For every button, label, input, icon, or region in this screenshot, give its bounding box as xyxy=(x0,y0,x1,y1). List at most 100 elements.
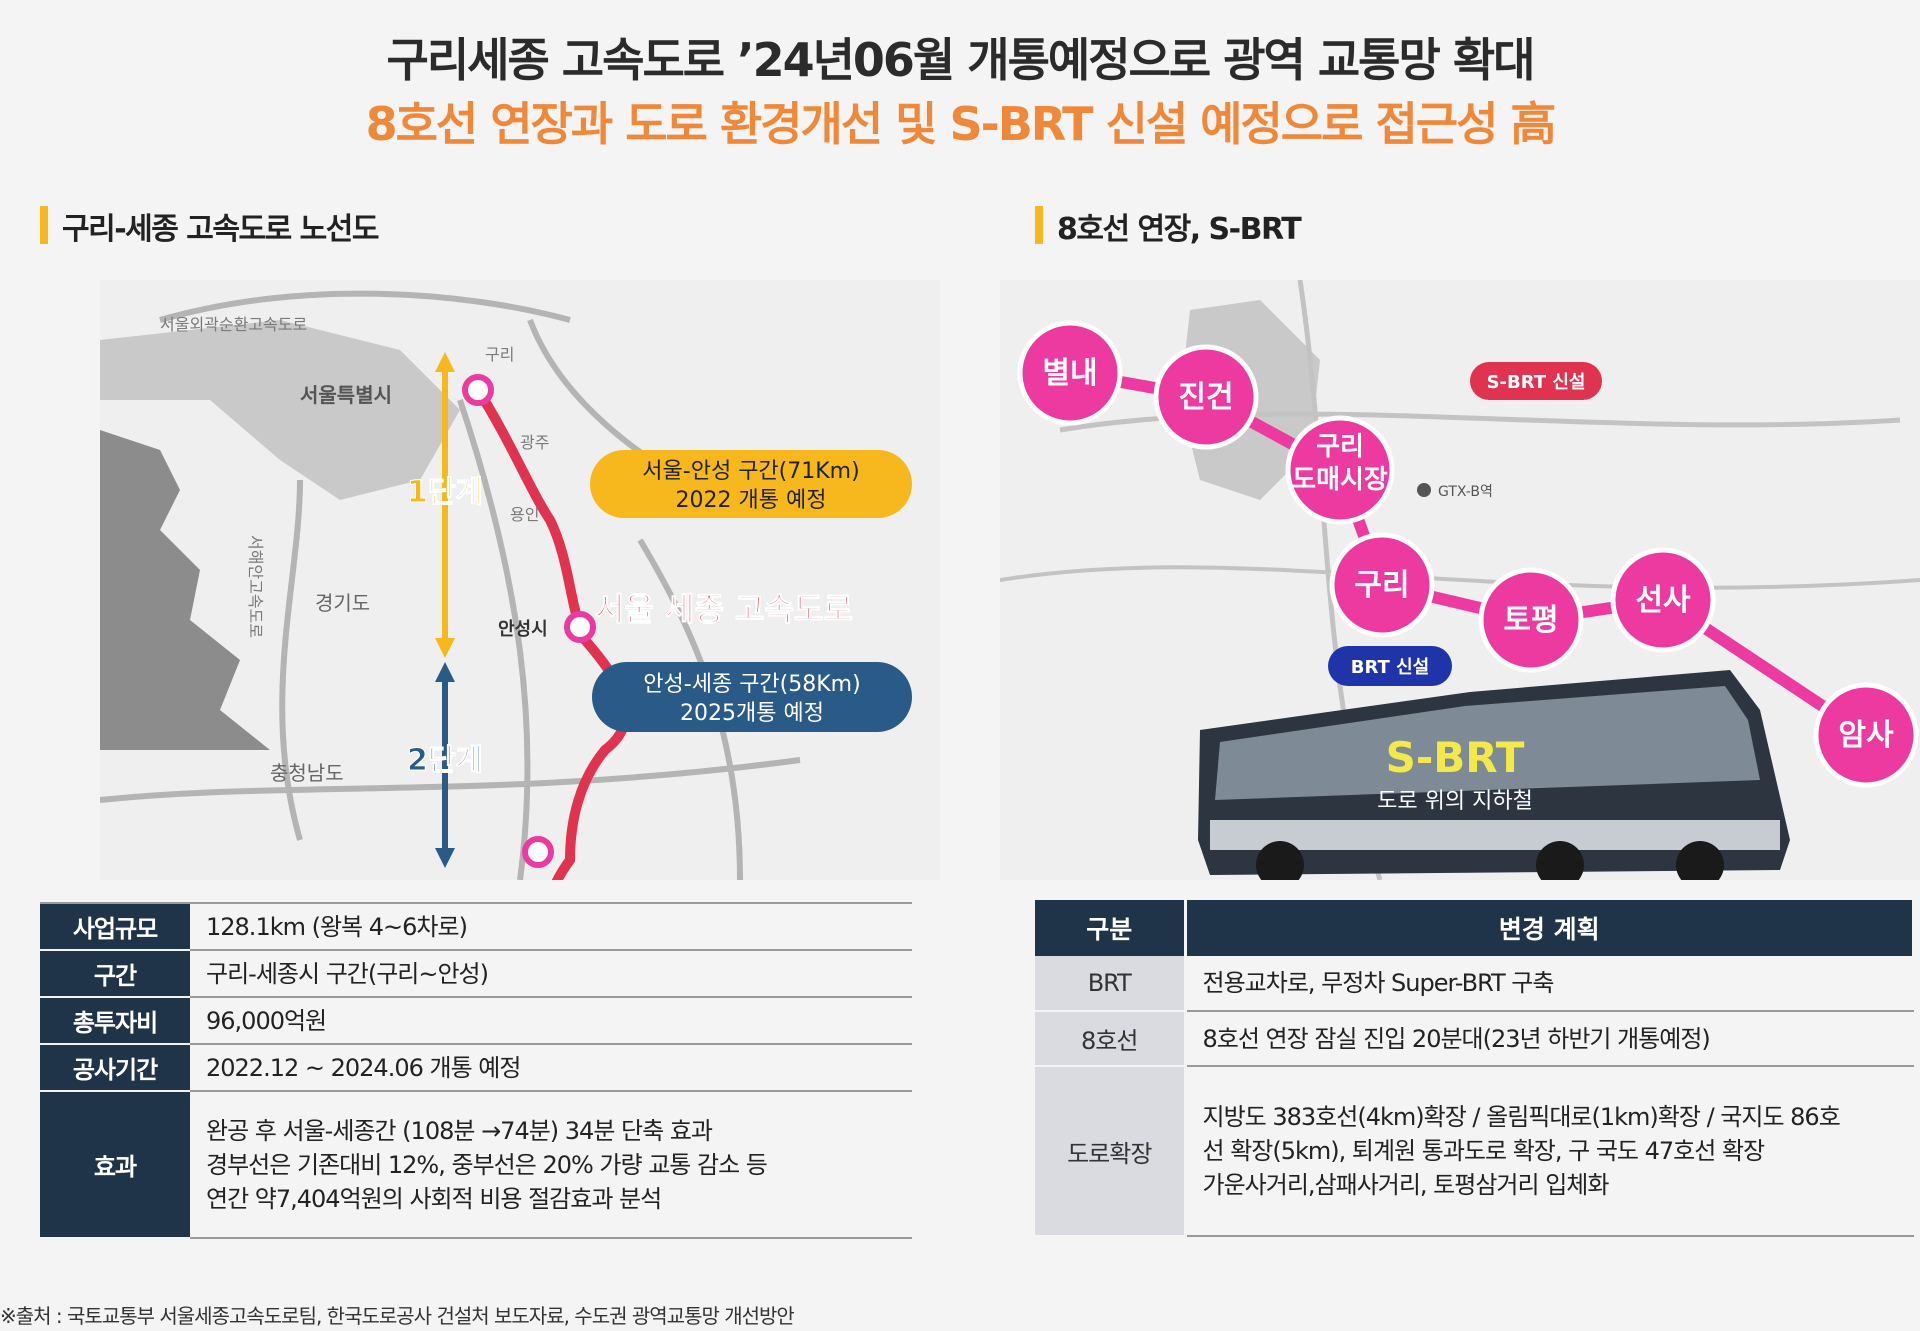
row-key: BRT xyxy=(1035,956,1187,1012)
sbrt-new-badge-text: S-BRT 신설 xyxy=(1487,372,1586,393)
sbrt-new-badge xyxy=(1470,362,1602,400)
ring-road-north xyxy=(159,290,571,323)
place-label: 용인 xyxy=(510,505,539,524)
anseong-junction-marker xyxy=(564,611,596,643)
headline: 구리세종 고속도로 ’24년06월 개통예정으로 광역 교통망 확대 xyxy=(386,33,1536,87)
row-value-line: 전용교차로, 무정차 Super-BRT 구축 xyxy=(1202,969,1555,997)
row-key: 도로확장 xyxy=(1035,1066,1187,1237)
station-guri xyxy=(1329,532,1435,638)
table-row: 총투자비 96,000억원 xyxy=(40,997,912,1045)
row-value: 128.1km (왕복 4~6차로) xyxy=(190,902,912,951)
row-value-line: 연간 약7,404억원의 사회적 비용 절감효과 분석 xyxy=(206,1184,662,1213)
right-section-title-text: 8호선 연장, S-BRT xyxy=(1057,212,1302,247)
row-key: 사업규모 xyxy=(40,902,190,951)
station-amsa xyxy=(1813,682,1919,788)
stage2-arrow-top xyxy=(435,662,455,682)
row-key: 공사기간 xyxy=(40,1044,190,1092)
station-label: 구리 xyxy=(1354,568,1409,603)
bus-windows xyxy=(1215,686,1760,800)
row-value: 96,000억원 xyxy=(190,997,912,1045)
left-section-title: 구리-세종 고속도로 노선도 xyxy=(40,204,379,248)
bus-lower-panel xyxy=(1210,820,1780,850)
station-markers: 별내 진건 구리 도매시장 구리 토평 선사 암사 xyxy=(1017,320,1919,788)
callout-seoul-anseong-line2: 2022 개통 예정 xyxy=(676,488,827,513)
sejong-endpoint-marker xyxy=(522,836,554,868)
row-value: 2022.12 ~ 2024.06 개통 예정 xyxy=(190,1044,912,1092)
station-seonsa xyxy=(1610,547,1716,653)
row-value: 완공 후 서울-세종간 (108분 →74분) 34분 단축 효과 경부선은 기… xyxy=(190,1091,912,1239)
row-value: 구리-세종시 구간(구리~안성) xyxy=(190,950,912,998)
station-label-line2: 도매시장 xyxy=(1292,465,1388,495)
callout-anseong-sejong xyxy=(592,662,912,732)
table-row: 구간 구리-세종시 구간(구리~안성) xyxy=(40,950,912,998)
station-jingeon xyxy=(1153,344,1259,450)
table-header-row: 구분 변경 계획 xyxy=(1035,900,1915,956)
station-label-line1: 구리 xyxy=(1316,432,1364,462)
place-label: 경기도 xyxy=(315,591,370,615)
sea-area xyxy=(100,430,270,750)
row-key: 구간 xyxy=(40,950,190,998)
expressway-route-map: 서울외곽순환고속도로 서울특별시 구리 경기도 충청남도 서해안고속도로 안성시… xyxy=(100,280,940,880)
stage2-label: 2단계 xyxy=(407,743,483,778)
row-value-line: 128.1km (왕복 4~6차로) xyxy=(206,912,468,941)
station-label: 진건 xyxy=(1178,380,1233,415)
gtx-station-label: GTX-B역 xyxy=(1438,484,1493,500)
road-south xyxy=(100,757,801,803)
row-value-line: 경부선은 기존대비 12%, 중부선은 20% 가량 교통 감소 등 xyxy=(206,1150,768,1179)
place-labels: 서울외곽순환고속도로 서울특별시 구리 경기도 충청남도 서해안고속도로 안성시… xyxy=(160,315,549,785)
source-footnote: ※출처 : 국토교통부 서울세종고속도로팀, 한국도로공사 건설처 보도자료, … xyxy=(0,1304,795,1328)
row-key: 효과 xyxy=(40,1091,190,1239)
guri-endpoint-marker xyxy=(462,374,494,406)
row-value-line: 선 확장(5km), 퇴계원 통과도로 확장, 구 국도 47호선 확장 xyxy=(1202,1137,1766,1165)
place-label: 서해안고속도로 xyxy=(246,535,265,638)
gtx-station-dot xyxy=(1417,483,1431,497)
bus-wheel xyxy=(1536,841,1584,880)
row-value-line: 8호선 연장 잠실 진입 20분대(23년 하반기 개통예정) xyxy=(1202,1024,1711,1053)
table-row: 효과 완공 후 서울-세종간 (108분 →74분) 34분 단축 효과 경부선… xyxy=(40,1091,912,1239)
table-row: BRT 전용교차로, 무정차 Super-BRT 구축 xyxy=(1035,956,1914,1012)
left-section-title-text: 구리-세종 고속도로 노선도 xyxy=(62,212,379,247)
table-row: 8호선 8호선 연장 잠실 진입 20분대(23년 하반기 개통예정) xyxy=(1035,1011,1914,1067)
station-byeollae xyxy=(1017,320,1123,426)
right-section-title: 8호선 연장, S-BRT xyxy=(1035,204,1302,248)
row-value: 8호선 연장 잠실 진입 20분대(23년 하반기 개통예정) xyxy=(1185,1011,1914,1067)
callout-anseong-sejong-line1: 안성-세종 구간(58Km) xyxy=(643,672,860,697)
row-value: 지방도 383호선(4km)확장 / 올림픽대로(1km)확장 / 국지도 86… xyxy=(1185,1066,1914,1237)
stage1-label: 1단계 xyxy=(407,475,483,510)
row-value-line: 가운사거리,삼패사거리, 토평삼거리 입체화 xyxy=(1202,1171,1610,1199)
station-label: 암사 xyxy=(1838,718,1894,753)
header-col1: 구분 xyxy=(1035,900,1187,956)
row-key: 총투자비 xyxy=(40,997,190,1045)
project-info-table: 사업규모 128.1km (왕복 4~6차로) 구간 구리-세종시 구간(구리~… xyxy=(40,902,912,1239)
change-plan-table: 구분 변경 계획 BRT 전용교차로, 무정차 Super-BRT 구축 8호선… xyxy=(1035,900,1915,1237)
place-label: 충청남도 xyxy=(270,761,344,785)
callout-anseong-sejong-line2: 2025개통 예정 xyxy=(680,701,824,726)
stage1-arrow-top xyxy=(435,352,455,372)
route-name-label: 서울 세종 고속도로 xyxy=(595,590,853,628)
subway-map-svg: GTX-B역 별내 진건 구리 도매시장 구리 토평 선사 암사 S-BRT 신… xyxy=(1000,280,1920,880)
brt-new-badge-text: BRT 신설 xyxy=(1351,657,1429,678)
seoul-area xyxy=(100,320,460,500)
callout-seoul-anseong-line1: 서울-안성 구간(71Km) xyxy=(642,459,859,484)
section-marker-bar xyxy=(40,206,48,244)
route-map-svg: 서울외곽순환고속도로 서울특별시 구리 경기도 충청남도 서해안고속도로 안성시… xyxy=(100,280,940,880)
place-label: 서울외곽순환고속도로 xyxy=(160,315,307,334)
row-value-line: 구리-세종시 구간(구리~안성) xyxy=(206,959,489,988)
bus-title: S-BRT xyxy=(1386,733,1525,782)
place-label: 안성시 xyxy=(498,619,548,640)
subway-brt-map: GTX-B역 별내 진건 구리 도매시장 구리 토평 선사 암사 S-BRT 신… xyxy=(1000,280,1920,880)
station-label: 토평 xyxy=(1503,603,1558,638)
sub-headline: 8호선 연장과 도로 환경개선 및 S-BRT 신설 예정으로 접근성 高 xyxy=(365,97,1557,151)
table-row: 사업규모 128.1km (왕복 4~6차로) xyxy=(40,902,912,951)
station-label: 선사 xyxy=(1635,583,1691,618)
row-value-line: 지방도 383호선(4km)확장 / 올림픽대로(1km)확장 / 국지도 86… xyxy=(1202,1103,1841,1131)
table-row: 도로확장 지방도 383호선(4km)확장 / 올림픽대로(1km)확장 / 국… xyxy=(1035,1066,1914,1237)
bus-subtitle: 도로 위의 지하철 xyxy=(1377,789,1533,814)
stage2-arrow-bottom xyxy=(435,848,455,868)
place-label: 서울특별시 xyxy=(300,383,392,407)
callout-seoul-anseong xyxy=(590,450,912,518)
row-value-line: 2022.12 ~ 2024.06 개통 예정 xyxy=(206,1053,521,1082)
brt-new-badge xyxy=(1328,646,1452,686)
station-guri-market xyxy=(1285,415,1395,525)
header-col2: 변경 계획 xyxy=(1185,900,1915,956)
